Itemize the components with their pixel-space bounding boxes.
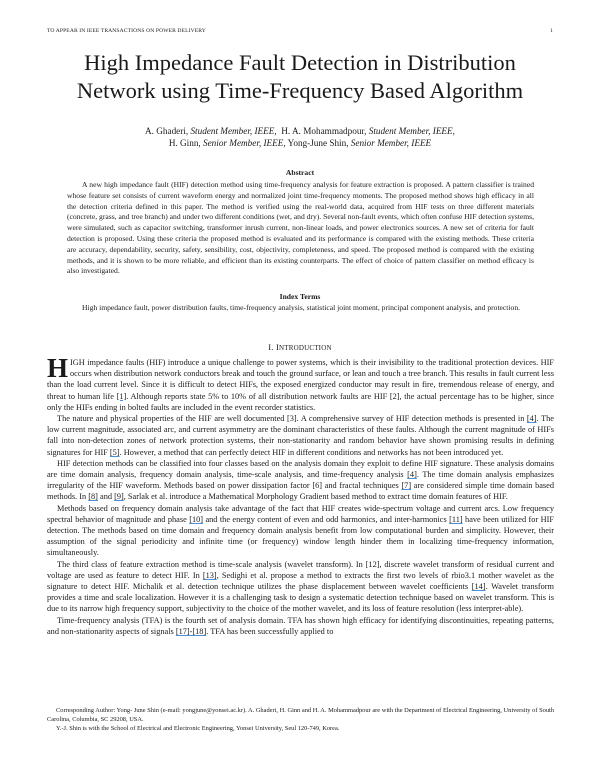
paragraph: The third class of feature extraction me… bbox=[47, 559, 554, 614]
footnote-affiliation: Y.-J. Shin is with the School of Electri… bbox=[56, 724, 340, 732]
index-terms-body: High impedance fault, power distribution… bbox=[67, 303, 534, 314]
running-head: TO APPEAR IN IEEE TRANSACTIONS ON POWER … bbox=[47, 28, 553, 34]
author-role: Student Member, IEEE, bbox=[190, 126, 277, 136]
citation-link[interactable]: [13] bbox=[202, 570, 217, 580]
title-line-1: High Impedance Fault Detection in Distri… bbox=[84, 50, 516, 75]
citation-link[interactable]: [10] bbox=[189, 514, 204, 524]
author-name: H. Ginn, bbox=[168, 138, 201, 149]
section-heading-introduction: I. INTRODUCTION bbox=[268, 342, 332, 352]
author-name: Yong-June Shin, bbox=[287, 138, 349, 149]
index-terms-heading: Index Terms bbox=[279, 292, 321, 301]
abstract-body: A new high impedance fault (HIF) detecti… bbox=[67, 180, 534, 277]
paragraph: The nature and physical properties of th… bbox=[47, 414, 554, 457]
citation-link[interactable]: [1] bbox=[116, 391, 127, 401]
author-name: A. Ghaderi, bbox=[145, 126, 189, 136]
author-name: H. A. Mohammadpour, bbox=[281, 126, 367, 136]
page-number: 1 bbox=[550, 28, 553, 34]
paragraph: Time-frequency analysis (TFA) is the fou… bbox=[47, 615, 554, 636]
citation-link[interactable]: [11] bbox=[449, 514, 463, 524]
author-role: Student Member, IEEE, bbox=[368, 126, 455, 136]
index-terms-text: High impedance fault, power distribution… bbox=[82, 303, 521, 312]
citation-link[interactable]: [17]-[18] bbox=[175, 626, 207, 636]
title-line-2: Network using Time-Frequency Based Algor… bbox=[76, 78, 524, 103]
citation-link[interactable]: [9] bbox=[114, 492, 124, 502]
abstract-text: A new high impedance fault (HIF) detecti… bbox=[67, 180, 534, 276]
citation-link[interactable]: [4] bbox=[407, 470, 417, 480]
citation-link[interactable]: [4] bbox=[526, 414, 537, 424]
drop-cap: H bbox=[47, 353, 69, 383]
citation-link[interactable]: [8] bbox=[88, 492, 98, 502]
footnote-corresponding-author: Corresponding Author: Yong- June Shin (e… bbox=[47, 707, 554, 723]
abstract-heading: Abstract bbox=[285, 168, 315, 177]
footnotes: Corresponding Author: Yong- June Shin (e… bbox=[47, 707, 554, 733]
author-role: Senior Member, IEEE bbox=[350, 138, 432, 149]
citation-link[interactable]: [14] bbox=[471, 582, 486, 592]
paragraph: Methods based on frequency domain analys… bbox=[47, 503, 555, 558]
paragraph: HIF detection methods can be classified … bbox=[47, 458, 554, 502]
journal-name: TO APPEAR IN IEEE TRANSACTIONS ON POWER … bbox=[47, 28, 206, 34]
citation-link[interactable]: [7] bbox=[401, 481, 412, 491]
author-role: Senior Member, IEEE, bbox=[203, 138, 286, 149]
paper-title: High Impedance Fault Detection in Distri… bbox=[0, 49, 600, 105]
author-list: A. Ghaderi, Student Member, IEEE, H. A. … bbox=[0, 125, 600, 149]
citation-link[interactable]: [5] bbox=[109, 447, 120, 457]
